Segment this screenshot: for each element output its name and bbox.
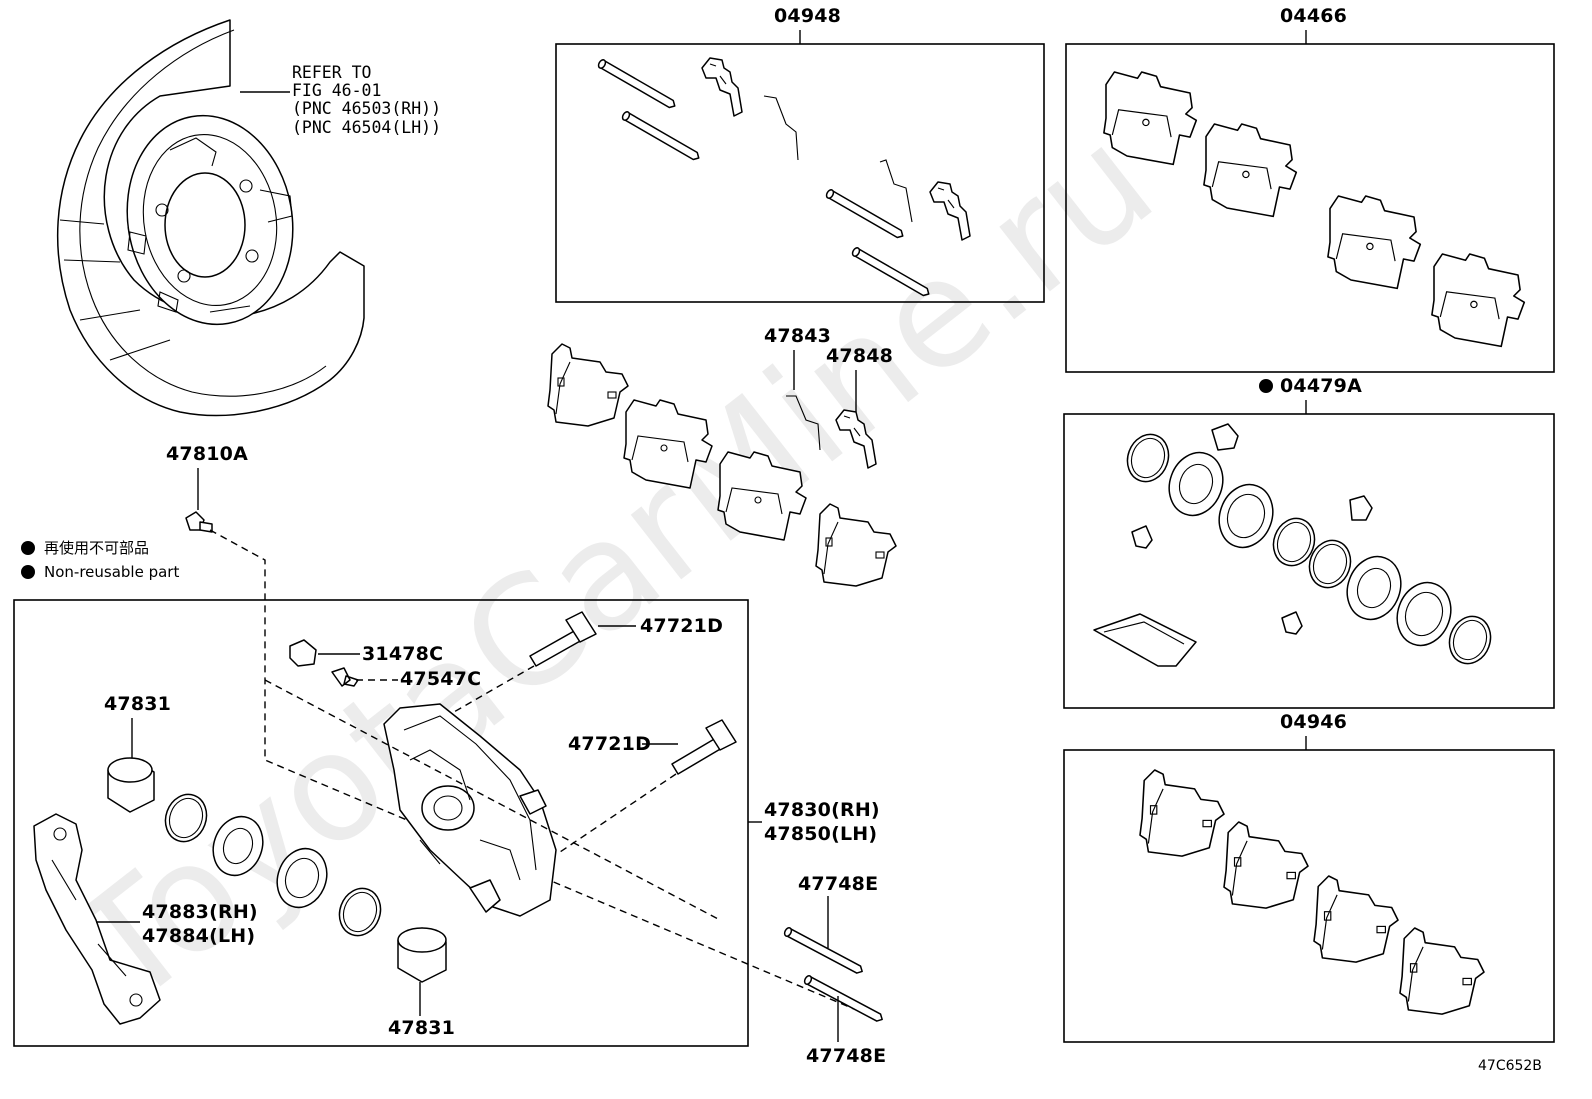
- bleeder-screw-drawing: [185, 511, 213, 533]
- label-47883RH: 47883(RH): [142, 901, 258, 923]
- non-reusable-bullet-icon: [21, 565, 35, 579]
- kit-04479A-box: [1063, 413, 1555, 709]
- label-47831-lower: 47831: [388, 1017, 455, 1039]
- figure-id: 47C652B: [1478, 1058, 1542, 1074]
- legend-ja: 再使用不可部品: [44, 539, 149, 557]
- kit-04946-shims: [1139, 769, 1485, 1015]
- kit-04479A-seals: [1093, 423, 1492, 667]
- label-04948: 04948: [774, 5, 841, 27]
- backing-plate-drawing: [56, 19, 365, 417]
- label-47721D-lower: 47721D: [568, 733, 651, 755]
- svg-text:(PNC 46503(RH)): (PNC 46503(RH)): [292, 99, 441, 118]
- label-31478C: 31478C: [362, 643, 443, 665]
- mounting-bracket-drawing: [33, 813, 161, 1025]
- pad-pin-upper-drawing: [782, 925, 866, 977]
- label-47748E-lower: 47748E: [806, 1045, 886, 1067]
- piston-seals-drawing: [164, 793, 382, 937]
- bolt-upper-drawing: [529, 611, 597, 667]
- kit-04948-box: [555, 43, 1045, 303]
- label-47748E-upper: 47748E: [798, 873, 878, 895]
- legend-en: Non-reusable part: [44, 563, 179, 581]
- piston-lower-drawing: [397, 927, 447, 983]
- refer-note: REFER TO FIG 46-01 (PNC 46503(RH)) (PNC …: [292, 63, 441, 137]
- label-47848: 47848: [826, 345, 893, 367]
- bleeder-cap-drawing: [289, 639, 317, 667]
- legend: 再使用不可部品 Non-reusable part: [21, 539, 179, 581]
- label-47850LH: 47850(LH): [764, 823, 877, 845]
- caliper-body-drawing: [383, 703, 557, 917]
- svg-text:FIG 46-01: FIG 46-01: [292, 81, 381, 100]
- label-47884LH: 47884(LH): [142, 925, 255, 947]
- label-04466: 04466: [1280, 5, 1347, 27]
- kit-04466-box: [1065, 43, 1555, 373]
- svg-text:REFER TO: REFER TO: [292, 63, 371, 82]
- label-47831-upper: 47831: [104, 693, 171, 715]
- label-47843: 47843: [764, 325, 831, 347]
- bleeder-plug-drawing: [331, 667, 359, 687]
- bolt-lower-drawing: [671, 719, 737, 775]
- label-47810A: 47810A: [166, 443, 248, 465]
- piston-upper-drawing: [107, 757, 155, 813]
- kit-04948-parts: [596, 57, 971, 299]
- label-47830RH: 47830(RH): [764, 799, 880, 821]
- label-47547C: 47547C: [400, 668, 481, 690]
- svg-text:(PNC 46504(LH)): (PNC 46504(LH)): [292, 118, 441, 137]
- non-reusable-bullet-icon: [1259, 379, 1273, 393]
- label-04946: 04946: [1280, 711, 1347, 733]
- label-47721D-upper: 47721D: [640, 615, 723, 637]
- pad-pin-lower-drawing: [802, 973, 886, 1025]
- non-reusable-bullet-icon: [21, 541, 35, 555]
- label-04479A: 04479A: [1280, 375, 1362, 397]
- leader-dash-bleeder: [209, 529, 881, 1021]
- wear-indicator-and-clip: [786, 395, 877, 469]
- kit-04946-box: [1063, 749, 1555, 1043]
- caliper-assembly-box: [13, 599, 749, 1047]
